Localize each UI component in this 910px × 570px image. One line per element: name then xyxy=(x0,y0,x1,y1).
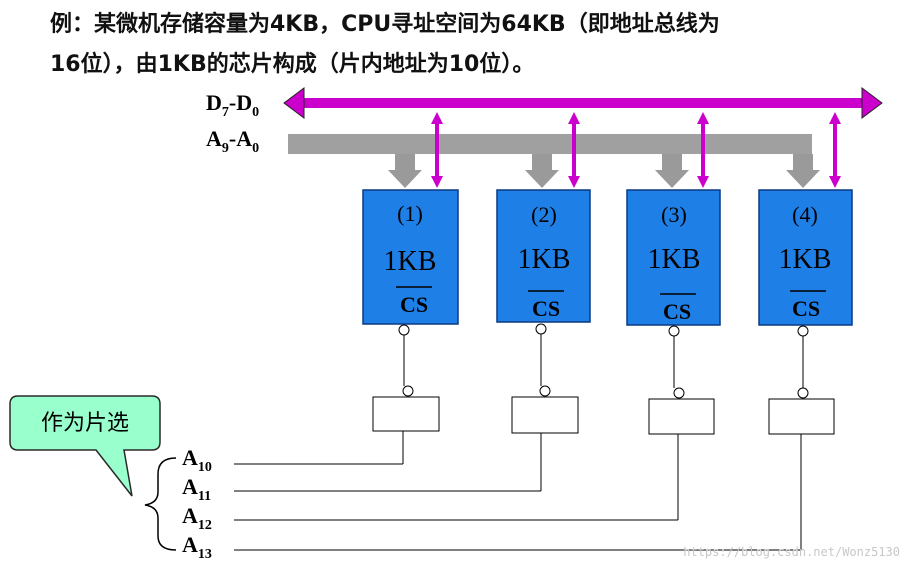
address-lines xyxy=(234,463,801,551)
chip-4-index: (4) xyxy=(792,202,818,227)
decoder-gate-4 xyxy=(768,398,835,435)
data-arrow-2 xyxy=(568,112,580,188)
chip-2-cs: CS xyxy=(532,296,560,321)
decoder-gate-2 xyxy=(511,396,579,434)
address-label-a10: A10 xyxy=(182,445,212,475)
address-arrow-4 xyxy=(786,154,820,188)
address-bus xyxy=(288,134,812,154)
watermark: https://blog.csdn.net/Wonz5130 xyxy=(683,545,900,559)
address-arrow-1 xyxy=(388,154,422,188)
decoder-gate-1 xyxy=(372,396,440,432)
chip-2-size: 1KB xyxy=(518,244,571,275)
chip-1: (1) 1KB CS xyxy=(362,112,459,464)
address-label-a12: A12 xyxy=(182,503,212,533)
data-arrow-1 xyxy=(431,112,443,188)
chip-4: (4) 1KB CS xyxy=(758,112,853,550)
data-arrow-4 xyxy=(829,112,841,188)
chip-3-size: 1KB xyxy=(648,244,701,275)
chip-3-cs: CS xyxy=(663,299,691,324)
chip-3: (3) 1KB CS xyxy=(626,112,721,520)
address-label-a13: A13 xyxy=(182,532,212,562)
data-bus xyxy=(283,87,883,119)
chip-1-cs: CS xyxy=(400,292,428,317)
chip-1-index: (1) xyxy=(397,201,423,226)
data-arrow-3 xyxy=(697,112,709,188)
grouping-brace xyxy=(144,457,177,551)
address-arrow-3 xyxy=(655,154,689,188)
address-bus-label: A9-A0 xyxy=(206,126,259,156)
callout-text: 作为片选 xyxy=(41,411,129,436)
decoder-gate-3 xyxy=(648,398,715,435)
data-bus-label: D7-D0 xyxy=(206,90,259,120)
chip-2-index: (2) xyxy=(531,202,557,227)
address-arrow-2 xyxy=(525,154,559,188)
chip-4-cs: CS xyxy=(792,296,820,321)
chip-select-callout: 作为片选 xyxy=(9,395,161,497)
chip-1-size: 1KB xyxy=(384,246,437,277)
address-label-a11: A11 xyxy=(182,474,211,504)
title-line-1: 例：某微机存储容量为4KB，CPU寻址空间为64KB（即地址总线为 xyxy=(50,12,720,37)
chip-4-size: 1KB xyxy=(779,244,832,275)
chip-2: (2) 1KB CS xyxy=(496,112,591,491)
chip-3-index: (3) xyxy=(661,202,687,227)
title-line-2: 16位），由1KB的芯片构成（片内地址为10位）。 xyxy=(50,52,535,77)
